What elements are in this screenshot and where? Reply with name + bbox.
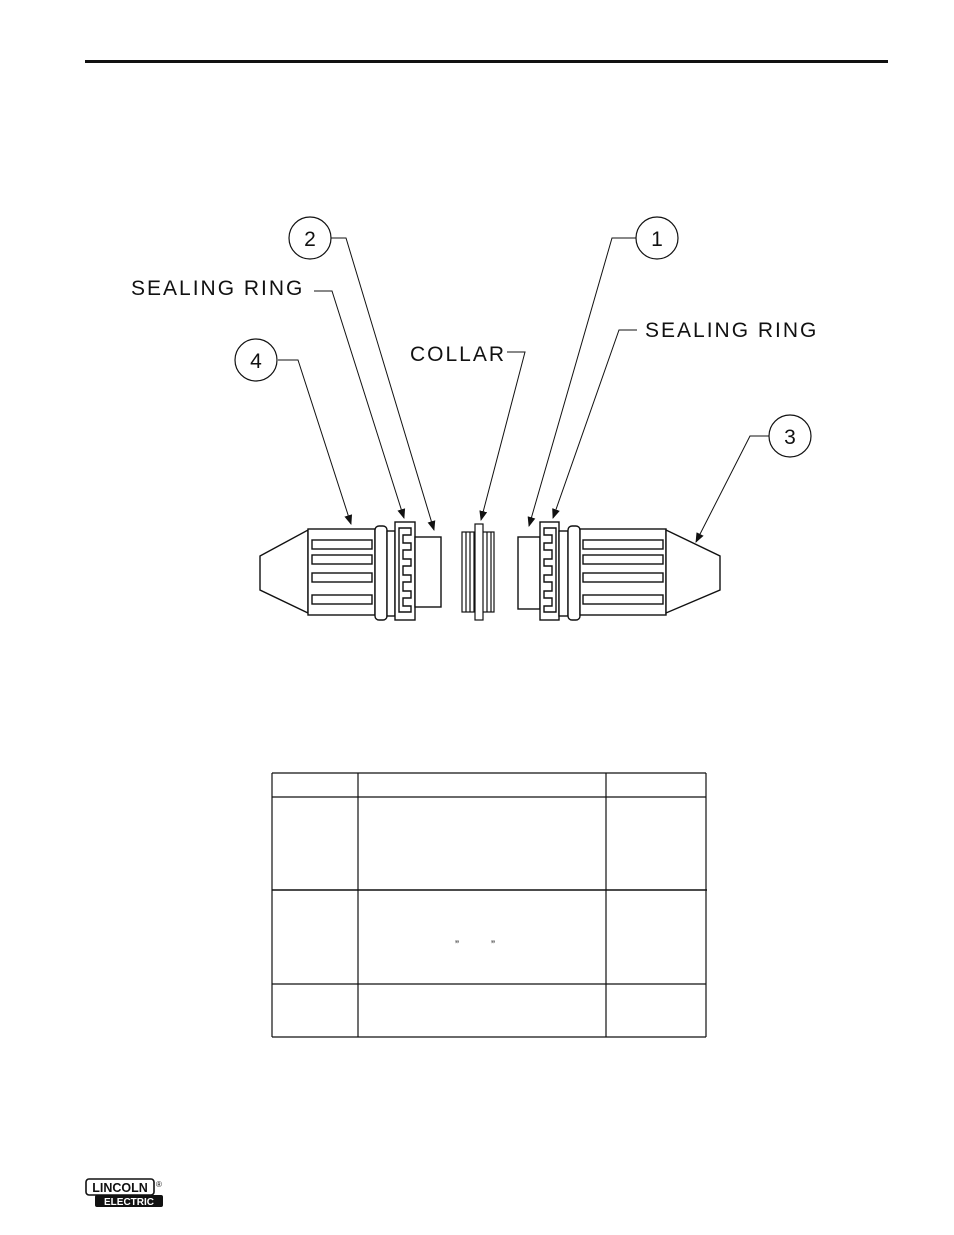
callout-2: 2 [288, 216, 332, 260]
ditto-mark: ” [491, 938, 495, 952]
left-connector-body [259, 525, 396, 621]
left-plug-pin [414, 536, 442, 608]
callout-1-number: 1 [651, 228, 663, 251]
header-rule [85, 60, 888, 63]
callout-3-number: 3 [784, 426, 796, 449]
ditto-mark: ” [455, 938, 459, 952]
right-sealing-ring [539, 521, 560, 621]
parts-table [271, 772, 707, 1038]
logo-text-lincoln: LINCOLN [92, 1181, 148, 1195]
logo-registered-mark: ® [156, 1180, 162, 1189]
callout-3: 3 [768, 414, 812, 458]
right-connector-body [558, 525, 721, 621]
callout-4-number: 4 [250, 350, 262, 373]
callout-1: 1 [635, 216, 679, 260]
callout-4: 4 [234, 338, 278, 382]
logo-text-electric: ELECTRIC [104, 1197, 154, 1208]
lincoln-electric-logo: LINCOLN ® ELECTRIC [85, 1178, 163, 1208]
leader-lines [278, 237, 769, 543]
label-sealing-ring-right: SEALING RING [645, 319, 818, 342]
connector-exploded-diagram: 2 1 4 3 SEALING RING SEALING RING COLLAR [131, 216, 818, 621]
label-sealing-ring-left: SEALING RING [131, 277, 304, 300]
left-sealing-ring [394, 521, 416, 621]
label-collar: COLLAR [410, 343, 506, 366]
collar-part [461, 523, 495, 621]
right-receptacle [517, 536, 541, 610]
callout-2-number: 2 [304, 228, 316, 251]
